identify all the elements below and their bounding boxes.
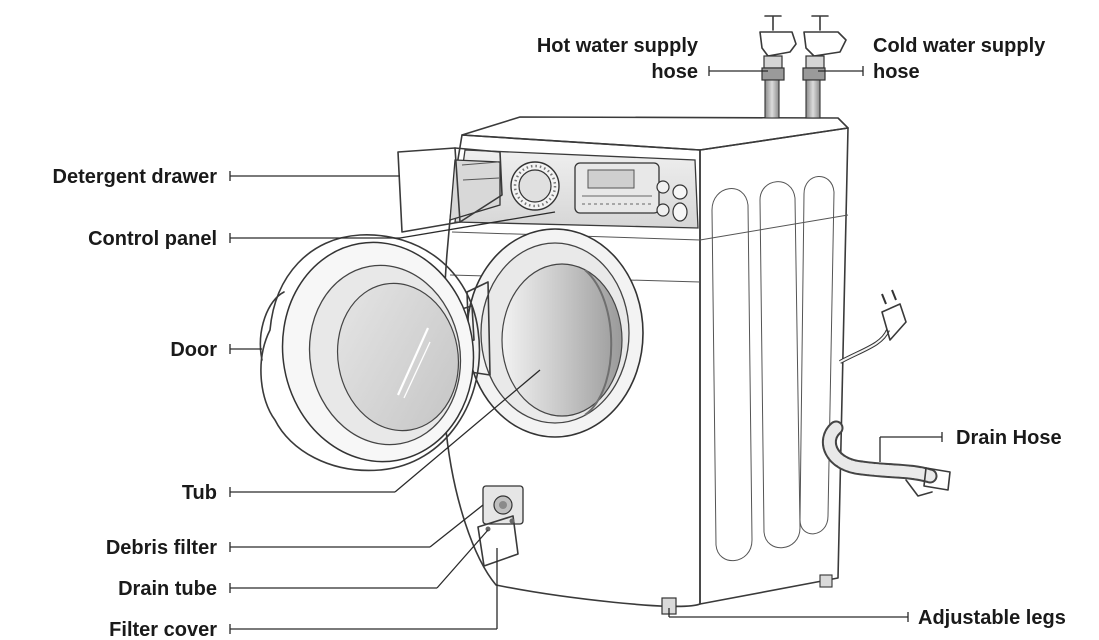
water-supply-graphic: [760, 16, 846, 118]
label-hot-water-supply-line1: Hot water supply: [537, 35, 699, 57]
door-graphic: [260, 227, 490, 477]
label-drain-tube: Drain tube: [118, 578, 217, 600]
label-cold-water-supply-line1: Cold water supply: [873, 35, 1046, 57]
label-hot-water-supply-line2: hose: [651, 61, 698, 83]
label-detergent-drawer: Detergent drawer: [53, 166, 218, 188]
tub-graphic: [458, 229, 643, 437]
label-door: Door: [170, 339, 217, 361]
label-drain-hose: Drain Hose: [956, 427, 1062, 449]
power-cord-graphic: [840, 290, 906, 362]
label-debris-filter: Debris filter: [106, 537, 217, 559]
drain-hose-graphic: [829, 428, 950, 496]
label-control-panel: Control panel: [88, 228, 217, 250]
label-tub: Tub: [182, 482, 217, 504]
label-cold-water-supply-line2: hose: [873, 61, 920, 83]
label-adjustable-legs: Adjustable legs: [918, 607, 1066, 629]
label-filter-cover: Filter cover: [109, 619, 217, 640]
filter-graphic: [478, 486, 523, 566]
